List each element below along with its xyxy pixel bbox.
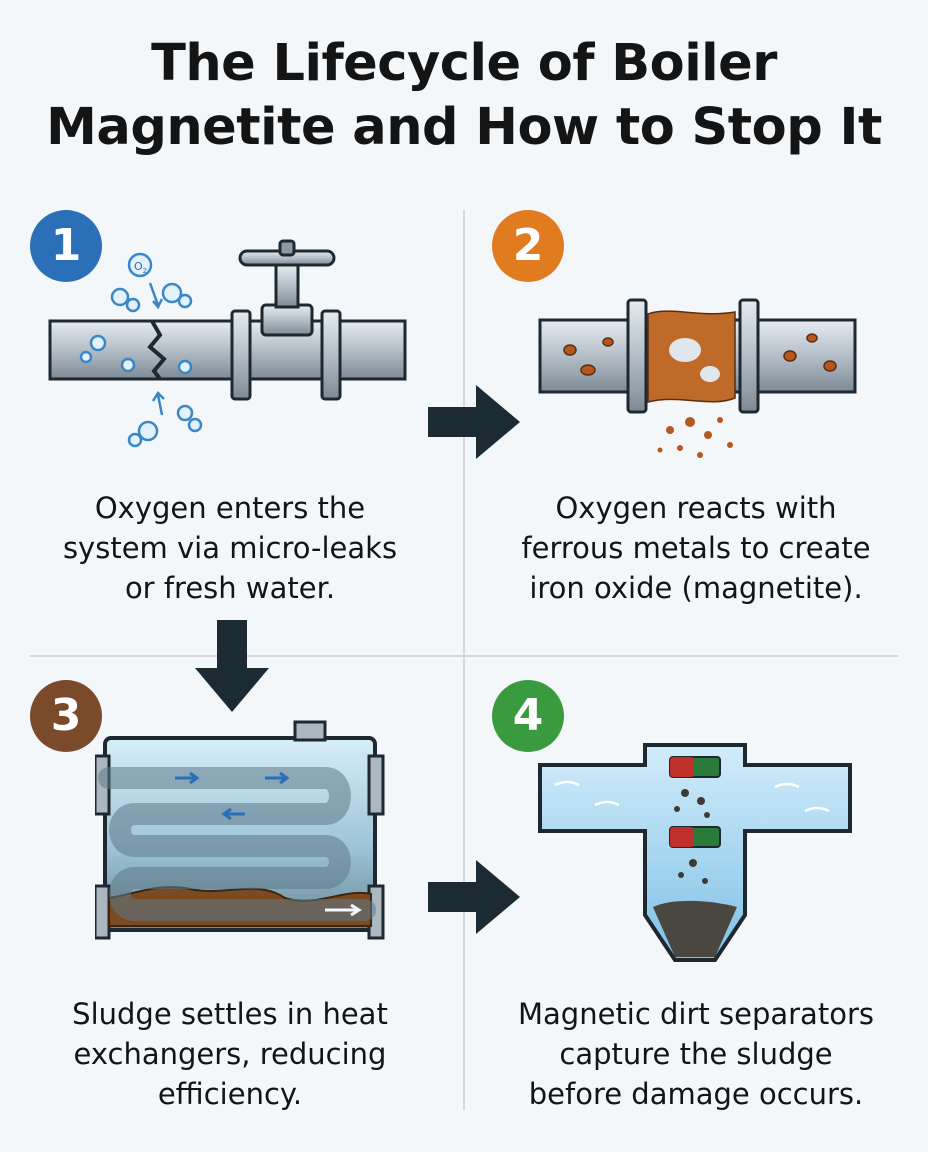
step-1-caption-line-2: system via micro-leaks	[62, 531, 398, 565]
step-3-badge: 3	[30, 680, 102, 752]
step-3-caption: Sludge settles in heat exchangers, reduc…	[10, 994, 450, 1114]
page-title: The Lifecycle of Boiler Magnetite and Ho…	[0, 32, 928, 160]
step-1-caption: Oxygen enters the system via micro-leaks…	[10, 488, 450, 608]
arrow-right-3-to-4	[428, 860, 520, 934]
step-2-caption: Oxygen reacts with ferrous metals to cre…	[476, 488, 916, 608]
step-1-caption-line-3: or fresh water.	[124, 571, 336, 605]
magnetic-separator-illustration	[538, 743, 852, 962]
arrow-down-2-to-3	[195, 620, 269, 712]
step-1-caption-line-1: Oxygen enters the	[94, 491, 366, 525]
step-2-badge: 2	[492, 210, 564, 282]
step-4-caption-line-3: before damage occurs.	[528, 1077, 864, 1111]
vertical-divider	[463, 210, 465, 1110]
step-3-caption-line-2: exchangers, reducing	[73, 1037, 387, 1071]
heat-exchanger-illustration	[95, 720, 385, 940]
leaking-pipe-illustration: O2	[48, 239, 407, 448]
arrow-right-1-to-2	[428, 385, 520, 459]
step-1-badge: 1	[30, 210, 102, 282]
step-3-caption-line-1: Sludge settles in heat	[72, 997, 388, 1031]
title-line-2: Magnetite and How to Stop It	[46, 98, 882, 157]
step-4-caption-line-1: Magnetic dirt separators	[518, 997, 874, 1031]
corroded-pipe-illustration	[538, 298, 857, 458]
step-2-caption-line-2: ferrous metals to create	[521, 531, 871, 565]
step-3-caption-line-3: efficiency.	[157, 1077, 303, 1111]
step-4-caption: Magnetic dirt separators capture the slu…	[476, 994, 916, 1114]
step-4-caption-line-2: capture the sludge	[559, 1037, 833, 1071]
o2-label: O2	[134, 260, 147, 275]
step-4-badge: 4	[492, 680, 564, 752]
horizontal-divider	[30, 655, 898, 657]
title-line-1: The Lifecycle of Boiler	[151, 34, 777, 93]
step-2-caption-line-3: iron oxide (magnetite).	[529, 571, 863, 605]
step-2-caption-line-1: Oxygen reacts with	[555, 491, 837, 525]
